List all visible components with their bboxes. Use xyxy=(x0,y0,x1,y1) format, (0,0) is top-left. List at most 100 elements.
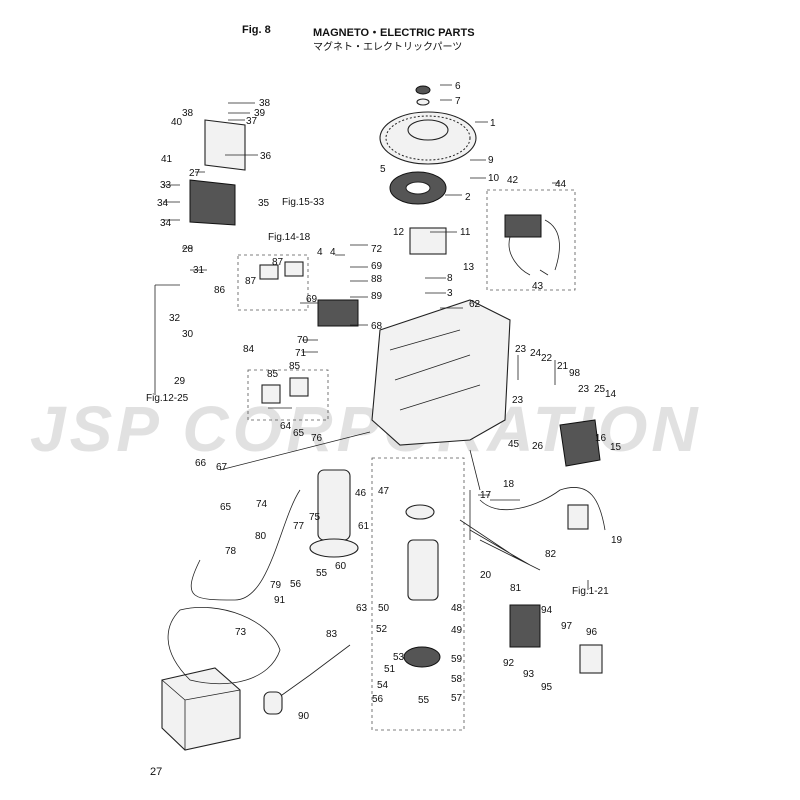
callout-17: 17 xyxy=(480,490,492,501)
callout-7: 7 xyxy=(455,96,461,107)
callout-46: 46 xyxy=(355,488,367,499)
callout-51: 51 xyxy=(384,664,396,675)
flywheel-drawing xyxy=(379,85,477,165)
callout-38b: 38 xyxy=(182,108,194,119)
callout-4a: 4 xyxy=(317,247,323,258)
callout-36: 36 xyxy=(260,151,272,162)
callout-28: 28 xyxy=(182,244,194,255)
callout-60: 60 xyxy=(335,561,347,572)
callout-29: 29 xyxy=(174,376,186,387)
figure-number: Fig. 8 xyxy=(242,24,271,36)
callout-55a: 55 xyxy=(418,695,430,706)
callout-22: 22 xyxy=(541,353,553,364)
ref-fig-14-18[interactable]: Fig.14-18 xyxy=(268,232,311,243)
relay-group-box xyxy=(247,369,329,421)
callout-78: 78 xyxy=(225,546,237,557)
callout-40: 40 xyxy=(171,117,183,128)
callout-74: 74 xyxy=(256,499,268,510)
page-title: MAGNETO・ELECTRIC PARTS xyxy=(313,27,475,39)
callout-84: 84 xyxy=(243,344,255,355)
callout-85b: 85 xyxy=(289,361,301,372)
callout-92: 92 xyxy=(503,658,515,669)
callout-98: 98 xyxy=(569,368,581,379)
callout-73: 73 xyxy=(235,627,247,638)
callout-24: 24 xyxy=(530,348,542,359)
callout-6: 6 xyxy=(455,81,461,92)
callout-19: 19 xyxy=(611,535,623,546)
callout-89: 89 xyxy=(371,291,383,302)
callout-27: 27 xyxy=(189,168,201,179)
callout-56b: 56 xyxy=(290,579,302,590)
callout-47: 47 xyxy=(378,486,390,497)
callout-68: 68 xyxy=(371,321,383,332)
callout-26: 26 xyxy=(532,441,544,452)
callout-49: 49 xyxy=(451,625,463,636)
callout-9: 9 xyxy=(488,155,494,166)
callout-59: 59 xyxy=(451,654,463,665)
callout-93: 93 xyxy=(523,669,535,680)
ignition-coil-group-box xyxy=(486,189,576,291)
callout-41: 41 xyxy=(161,154,173,165)
callout-44: 44 xyxy=(555,179,567,190)
starter-motor-drawing xyxy=(309,469,441,668)
callout-38a: 38 xyxy=(259,98,271,109)
callout-76: 76 xyxy=(311,433,323,444)
callout-12: 12 xyxy=(393,227,405,238)
callout-23a: 23 xyxy=(515,344,527,355)
starter-motor-group-box xyxy=(371,457,465,731)
callout-33: 33 xyxy=(160,180,172,191)
callout-10: 10 xyxy=(488,173,500,184)
page-number: 27 xyxy=(150,766,163,778)
callout-55b: 55 xyxy=(316,568,328,579)
callout-13: 13 xyxy=(463,262,475,273)
callout-32: 32 xyxy=(169,313,181,324)
ref-fig-12-25[interactable]: Fig.12-25 xyxy=(146,393,189,404)
callout-labels: 1 2 3 4 5 6 7 8 9 10 11 12 13 14 15 16 1… xyxy=(157,81,623,722)
callout-71: 71 xyxy=(295,348,307,359)
callout-52: 52 xyxy=(376,624,388,635)
callout-23c: 23 xyxy=(578,384,590,395)
callout-8: 8 xyxy=(447,273,453,284)
callout-25: 25 xyxy=(594,384,606,395)
page-title-japanese: マグネト・エレクトリックパーツ xyxy=(313,42,463,53)
callout-58: 58 xyxy=(451,674,463,685)
callout-20: 20 xyxy=(480,570,492,581)
callout-88: 88 xyxy=(371,274,383,285)
callout-72: 72 xyxy=(371,244,383,255)
callout-87a: 87 xyxy=(272,257,284,268)
callout-65b: 65 xyxy=(220,502,232,513)
callout-75: 75 xyxy=(309,512,321,523)
callout-86: 86 xyxy=(214,285,226,296)
callout-61: 61 xyxy=(358,521,370,532)
callout-91: 91 xyxy=(274,595,286,606)
callout-81: 81 xyxy=(510,583,522,594)
stator-drawing xyxy=(389,171,447,205)
callout-4b: 4 xyxy=(330,247,336,258)
callout-5: 5 xyxy=(380,164,386,175)
callout-3: 3 xyxy=(447,288,453,299)
callout-70: 70 xyxy=(297,335,309,346)
callout-1: 1 xyxy=(490,118,496,129)
callout-64: 64 xyxy=(280,421,292,432)
callout-34b: 34 xyxy=(160,218,172,229)
ref-fig-1-21[interactable]: Fig.1-21 xyxy=(572,586,609,597)
callout-65a: 65 xyxy=(293,428,305,439)
callout-67: 67 xyxy=(216,462,228,473)
callout-54: 54 xyxy=(377,680,389,691)
callout-50: 50 xyxy=(378,603,390,614)
regulator-drawing xyxy=(509,604,603,674)
battery-drawing xyxy=(161,667,241,751)
callout-96: 96 xyxy=(586,627,598,638)
callout-63: 63 xyxy=(356,603,368,614)
engine-block-drawing xyxy=(371,227,511,446)
leader-lines xyxy=(154,84,589,590)
ref-fig-15-33[interactable]: Fig.15-33 xyxy=(282,197,325,208)
callout-85a: 85 xyxy=(267,369,279,380)
callout-87b: 87 xyxy=(245,276,257,287)
callout-79: 79 xyxy=(270,580,282,591)
callout-18: 18 xyxy=(503,479,515,490)
callout-23b: 23 xyxy=(512,395,524,406)
callout-69b: 69 xyxy=(306,294,318,305)
callout-94: 94 xyxy=(541,605,553,616)
callout-35: 35 xyxy=(258,198,270,209)
